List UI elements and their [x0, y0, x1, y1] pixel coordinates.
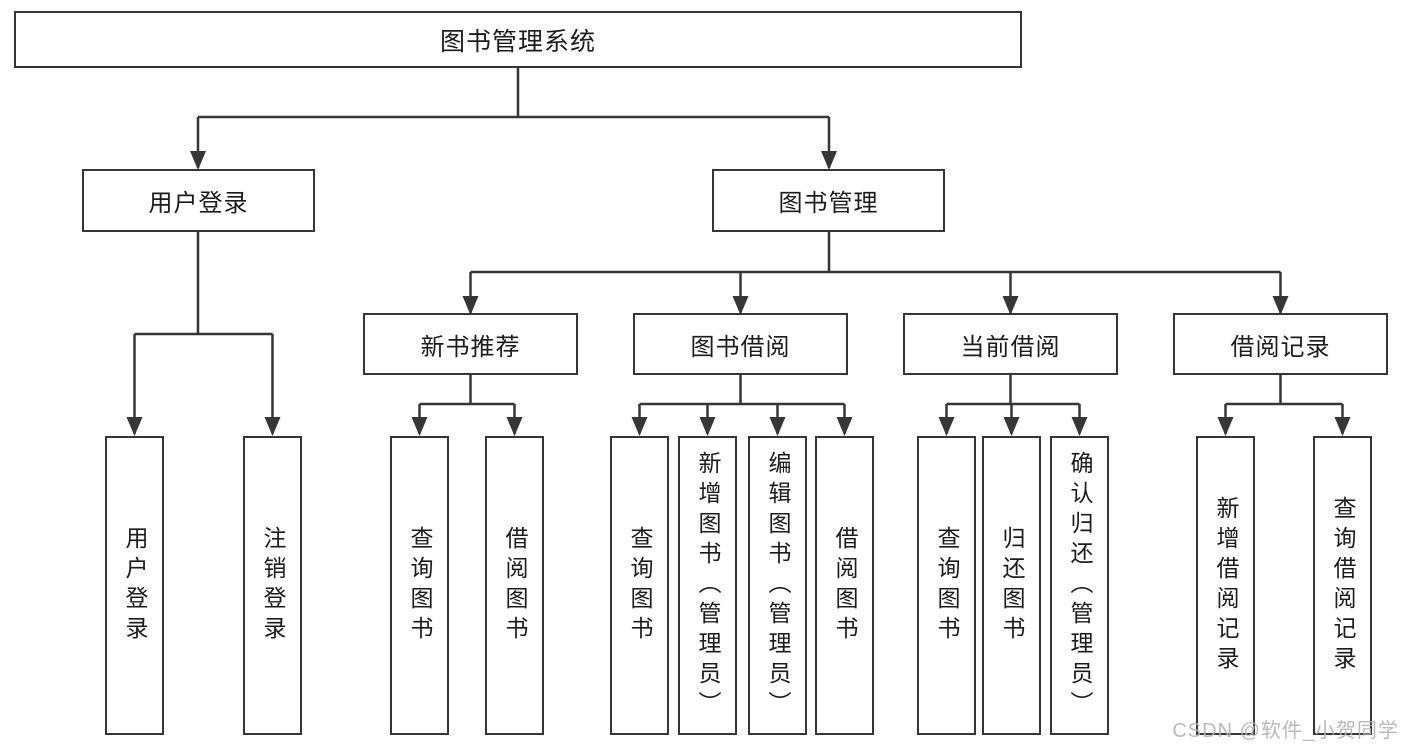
borrow-records-trunk-line: [1225, 375, 1343, 406]
new-book-rec-trunk-line: [419, 375, 515, 406]
leaf-query-borrow-record: 查询借阅记录: [1313, 436, 1372, 735]
leaf-return-book: 归还图书: [982, 436, 1041, 735]
node-book-borrow: 图书借阅: [633, 313, 848, 375]
leaf-borrow-books-newrec: 借阅图书: [485, 436, 544, 735]
node-new-book-recommend: 新书推荐: [363, 313, 578, 375]
leaf-edit-book-admin-label: 编辑图书（管理员）: [765, 450, 791, 721]
node-borrow-records-label: 借阅记录: [1230, 333, 1331, 361]
leaf-add-borrow-record-label: 新增借阅记录: [1213, 495, 1239, 676]
leaf-user-login-label: 用户登录: [122, 525, 148, 646]
leaf-confirm-return-admin: 确认归还（管理员）: [1050, 436, 1109, 735]
leaf-add-book-admin: 新增图书（管理员）: [678, 436, 737, 735]
leaf-query-books-borrow: 查询图书: [610, 436, 669, 735]
leaf-query-books-current: 查询图书: [917, 436, 976, 735]
book-borrow-trunk-line: [639, 375, 845, 406]
node-current-borrow: 当前借阅: [903, 313, 1118, 375]
leaf-query-books-newrec: 查询图书: [390, 436, 449, 735]
user-login-trunk-line: [134, 232, 273, 336]
leaf-borrow-books-borrow: 借阅图书: [815, 436, 874, 735]
leaf-query-books-current-label: 查询图书: [934, 525, 960, 646]
leaf-edit-book-admin: 编辑图书（管理员）: [748, 436, 807, 735]
leaf-logout: 注销登录: [243, 436, 302, 735]
node-book-management-label: 图书管理: [778, 190, 879, 217]
node-root: 图书管理系统: [14, 11, 1022, 68]
leaf-user-login: 用户登录: [105, 436, 164, 735]
node-new-book-recommend-label: 新书推荐: [420, 333, 521, 361]
leaf-add-borrow-record: 新增借阅记录: [1196, 436, 1255, 735]
node-borrow-records: 借阅记录: [1173, 313, 1388, 375]
leaf-borrow-books-borrow-label: 借阅图书: [832, 525, 858, 646]
node-user-login-branch: 用户登录: [82, 169, 315, 232]
leaf-logout-label: 注销登录: [260, 525, 286, 646]
csdn-watermark: CSDN @软件_小贺同学: [1172, 720, 1399, 742]
leaf-query-borrow-record-label: 查询借阅记录: [1330, 495, 1356, 676]
leaf-query-books-newrec-label: 查询图书: [407, 525, 433, 646]
leaf-borrow-books-newrec-label: 借阅图书: [502, 525, 528, 646]
leaf-add-book-admin-label: 新增图书（管理员）: [695, 450, 721, 721]
node-user-login-branch-label: 用户登录: [148, 190, 249, 217]
leaf-confirm-return-admin-label: 确认归还（管理员）: [1067, 450, 1093, 721]
node-root-label: 图书管理系统: [439, 27, 596, 56]
node-book-management: 图书管理: [712, 169, 945, 232]
root-trunk-line: [198, 68, 829, 119]
leaf-query-books-borrow-label: 查询图书: [627, 525, 653, 646]
current-borrow-trunk-line: [946, 375, 1080, 406]
leaf-return-book-label: 归还图书: [999, 525, 1025, 646]
node-book-borrow-label: 图书借阅: [690, 333, 791, 361]
book-mgmt-trunk-line: [470, 232, 1281, 274]
node-current-borrow-label: 当前借阅: [960, 333, 1061, 361]
